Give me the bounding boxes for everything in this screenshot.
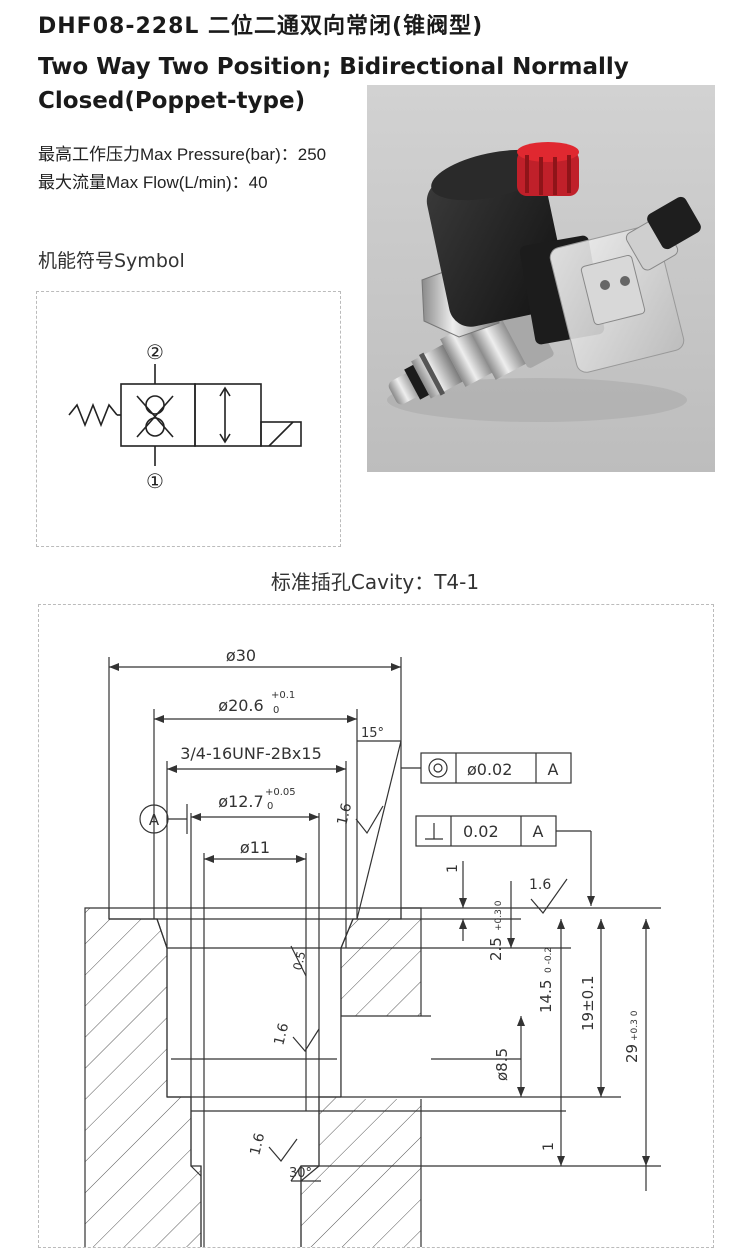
hydraulic-symbol: ② ① [36,291,341,547]
dim-angle-30: 30° [289,1166,312,1181]
dim-29: 29 [623,1044,641,1063]
dim-20-6-tol-upper: +0.1 [271,690,295,701]
valve-envelope-closed [120,383,196,447]
port-2-label: ② [146,340,164,364]
roughness-thread: 1.6 [334,801,355,827]
solenoid-symbol [260,421,302,447]
dim-diameter-12-7: ø12.7 [218,792,263,811]
body-section-left [84,907,202,1247]
cavity-drawing: ø30 ø20.6 +0.1 0 3/4-16UNF-2Bx15 15° ø0.… [38,604,714,1248]
max-flow-spec: 最大流量Max Flow(L/min)：40 [38,173,268,192]
dim-diameter-8-5: ø8.5 [493,1048,511,1081]
dim-diameter-30: ø30 [226,646,256,665]
roughness-lower: 1.6 [247,1131,268,1157]
roughness-bore: 1.6 [271,1021,292,1047]
dim-29-tol: +0.3 0 [630,1010,640,1041]
valve-envelope-open [194,383,262,447]
dim-12-7-tol-lower: 0 [267,801,273,812]
dim-diameter-11: ø11 [240,838,270,857]
product-title: DHF08-228L 二位二通双向常闭(锥阀型) [38,14,484,39]
symbol-title: 机能符号Symbol [38,250,185,272]
dim-2-5-tol: +0.3 0 [494,900,504,931]
datum-a-label: A [149,811,160,829]
cavity-title: 标准插孔Cavity：T4-1 [270,570,480,594]
perpendicularity-value: 0.02 [463,822,499,841]
perpendicularity-datum: A [533,822,544,841]
roughness-top: 1.6 [529,877,551,893]
dim-20-6-tol-lower: 0 [273,705,279,716]
concentricity-value: ø0.02 [467,760,512,779]
product-subtitle: Two Way Two Position; Bidirectional Norm… [38,54,629,114]
dim-thread: 3/4-16UNF-2Bx15 [180,744,322,763]
dim-19: 19±0.1 [579,975,597,1031]
dim-1-bottom: 1 [541,1142,557,1151]
max-pressure-spec: 最高工作压力Max Pressure(bar)：250 [38,145,327,164]
dim-diameter-20-6: ø20.6 [218,696,263,715]
dim-14-5: 14.5 [537,980,555,1013]
dim-radius-0-5: 0.5 [290,950,308,972]
dim-1-top: 1 [445,864,461,873]
dim-14-5-tol: 0 -0.2 [544,947,554,973]
spring-symbol [68,402,118,428]
concentricity-datum: A [548,760,559,779]
dim-angle-15: 15° [361,726,384,741]
dim-2-5: 2.5 [487,937,505,961]
port-1-label: ① [146,469,164,493]
product-photo [367,85,715,472]
dim-12-7-tol-upper: +0.05 [265,787,296,798]
